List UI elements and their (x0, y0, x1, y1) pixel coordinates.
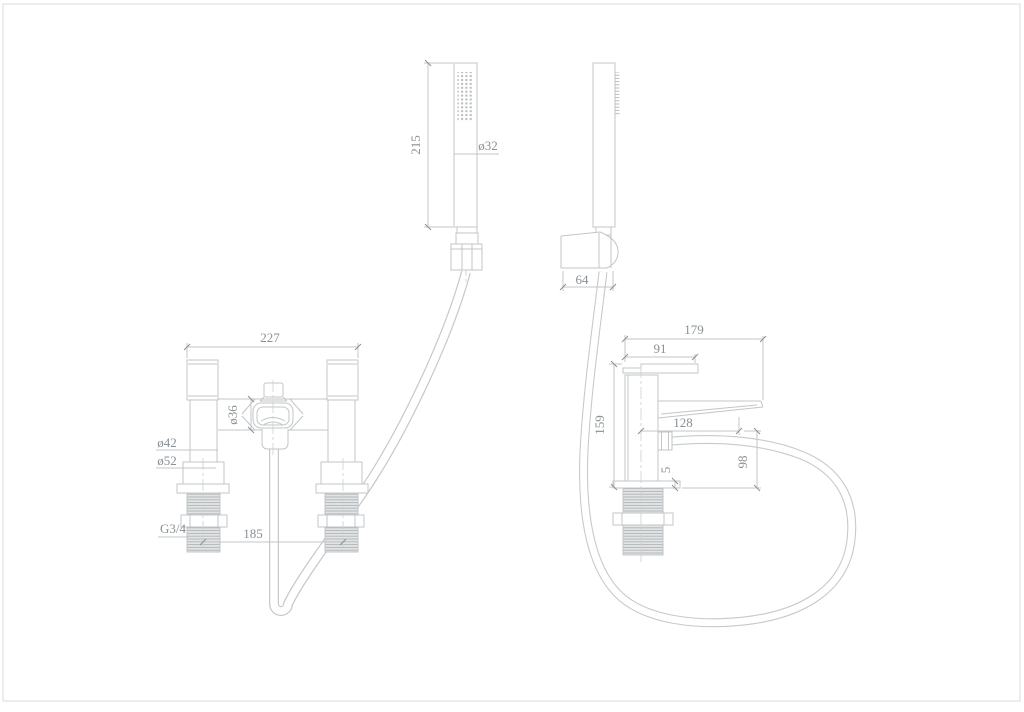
dim-inlet-spacing: 185 (243, 526, 263, 541)
handshower-side-body (592, 62, 616, 228)
hose-nut (455, 232, 479, 245)
handshower-neck (456, 226, 478, 234)
right-pillar (315, 359, 369, 553)
side-body (624, 374, 659, 482)
mixer-front-view: 227 ø36 ø42 ø52 G3/4 185 (156, 330, 369, 553)
wall-bracket (560, 231, 619, 269)
side-handle-lever (622, 363, 699, 374)
label-spout-diameter: ø36 (225, 405, 240, 425)
label-shower-head-diameter: ø32 (478, 138, 498, 153)
side-inlet-thread-upper (622, 487, 664, 514)
label-inlet-thread: G3/4 (160, 521, 187, 536)
side-view-hose (579, 271, 857, 628)
right-inlet-thread (324, 492, 359, 516)
mixer-side-view: 179 91 159 128 98 5 (592, 322, 767, 562)
handshower-front-view: 215 ø32 (408, 59, 499, 284)
page-border (2, 3, 1021, 702)
dim-mixer-width: 227 (260, 330, 280, 345)
dim-spout-reach: 128 (673, 415, 693, 430)
handshower-side-view: 64 (559, 62, 620, 291)
dim-mixer-depth: 179 (684, 322, 704, 337)
hose-coupler (450, 243, 483, 271)
spray-face-nozzles (457, 72, 474, 122)
right-handle (326, 359, 359, 401)
label-body-diameter: ø42 (157, 435, 177, 450)
side-hose-outlet-nut (657, 431, 673, 451)
nozzle-ticks (615, 72, 620, 115)
front-view-hose (269, 270, 471, 616)
diverter-knob (263, 382, 284, 398)
left-inlet-thread (186, 492, 221, 516)
hose-outlet-fitting (261, 429, 289, 450)
side-spout (657, 400, 764, 419)
dim-bracket-depth: 64 (576, 272, 590, 287)
dim-handle-length: 91 (654, 341, 667, 356)
dim-mixer-height: 159 (592, 415, 607, 435)
dim-base-plate: 5 (658, 467, 673, 474)
dim-spout-height: 98 (735, 456, 750, 469)
side-inlet-thread-lower (622, 524, 664, 556)
dim-shower-height: 215 (408, 135, 423, 155)
side-base-plate (612, 480, 681, 489)
left-handle (186, 359, 219, 401)
shower-hoses (269, 270, 857, 628)
label-base-diameter: ø52 (157, 453, 177, 468)
